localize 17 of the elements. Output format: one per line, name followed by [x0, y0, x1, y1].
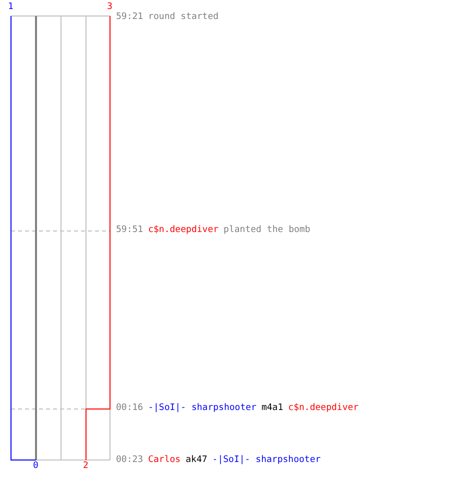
player-name: c$n.deepdiver: [288, 403, 359, 413]
marker-number: 3: [107, 2, 112, 12]
timestamp: 00:23: [116, 455, 144, 465]
marker-number: 1: [8, 2, 14, 12]
event-text: planted the bomb: [224, 225, 310, 235]
player-name: Carlos: [148, 455, 181, 465]
event-text: round started: [148, 12, 219, 22]
weapon-name: ak47: [186, 455, 208, 465]
marker-number: 2: [83, 461, 88, 471]
timestamp: 59:21: [116, 12, 144, 22]
timestamp: 00:16: [116, 403, 144, 413]
timestamp: 59:51: [116, 225, 144, 235]
weapon-name: m4a1: [261, 403, 284, 413]
marker-number: 0: [33, 461, 38, 471]
player-name: -|SoI|- sharpshooter: [212, 455, 321, 465]
player-name: -|SoI|- sharpshooter: [148, 403, 256, 413]
player-name: c$n.deepdiver: [148, 225, 219, 235]
